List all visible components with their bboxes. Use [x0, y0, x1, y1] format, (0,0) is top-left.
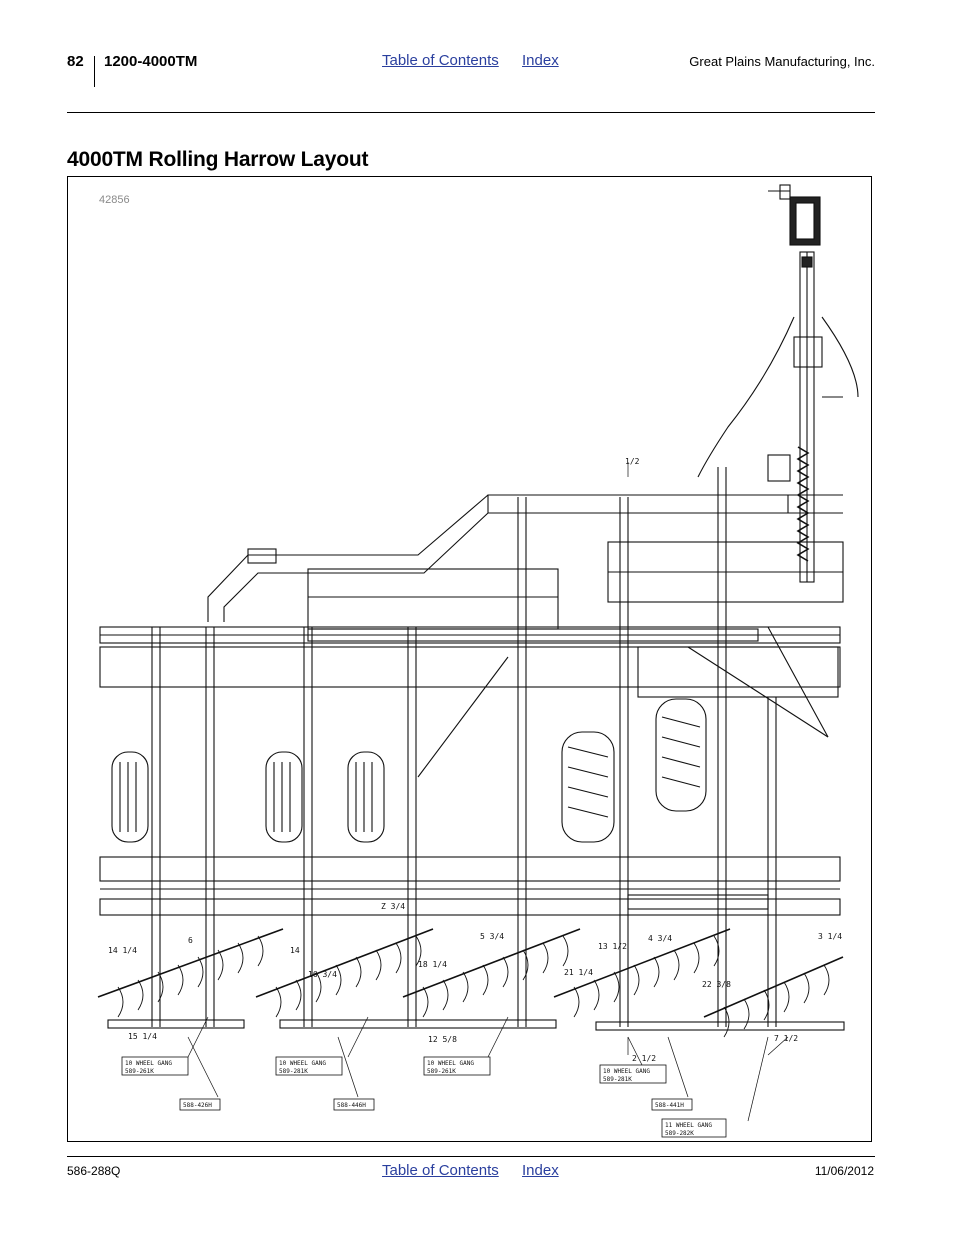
callout-part-number: 588-446H — [337, 1102, 366, 1109]
header-toc-link[interactable]: Table of Contents — [382, 52, 499, 69]
company-name: Great Plains Manufacturing, Inc. — [689, 54, 875, 69]
callout-part: 589-281K — [279, 1068, 308, 1075]
page-number: 82 — [67, 53, 84, 70]
dim-label: 5 3/4 — [480, 932, 504, 941]
harrow-gangs — [97, 928, 844, 1038]
callout-part-number: 588-441H — [655, 1102, 684, 1109]
callout-boxes — [121, 1056, 727, 1138]
dimension-labels: 1/2 Z 3/4 14 1/4 6 14 16 3/4 5 3/4 13 1/… — [108, 457, 842, 1063]
callout-part-number: 588-426H — [183, 1102, 212, 1109]
dim-label: 3 1/4 — [818, 932, 842, 941]
dim-label: 21 1/4 — [564, 968, 593, 977]
footer-toc-link[interactable]: Table of Contents — [382, 1162, 499, 1179]
dim-label: 22 3/8 — [702, 980, 731, 989]
figure-id: 42856 — [99, 194, 130, 206]
callout-gang: 10 WHEEL GANG — [427, 1060, 474, 1067]
dim-label: 18 1/4 — [418, 960, 447, 969]
callout-part: 589-282K — [665, 1130, 694, 1137]
header-divider — [94, 56, 95, 87]
dim-label: 14 — [290, 946, 300, 955]
model-name: 1200-4000TM — [104, 53, 198, 70]
tires — [111, 698, 707, 843]
leader-lines — [187, 462, 789, 1122]
callout-gang: 10 WHEEL GANG — [603, 1068, 650, 1075]
footer-rule — [67, 1156, 875, 1157]
dim-label: Z 3/4 — [381, 902, 405, 911]
callout-texts: 10 WHEEL GANG 589-261K 10 WHEEL GANG 589… — [125, 1060, 712, 1137]
frame-posts — [151, 467, 777, 1027]
dim-label: 4 3/4 — [648, 934, 672, 943]
callout-part: 589-261K — [125, 1068, 154, 1075]
header-rule — [67, 112, 875, 113]
dim-label: 1/2 — [625, 457, 640, 466]
revision-date: 11/06/2012 — [814, 1164, 874, 1178]
callout-part: 589-261K — [427, 1068, 456, 1075]
main-toolbar — [99, 626, 841, 688]
dim-label: 12 5/8 — [428, 1035, 457, 1044]
dim-label: 6 — [188, 936, 193, 945]
figure-frame — [67, 176, 872, 1142]
page-title: 4000TM Rolling Harrow Layout — [67, 148, 369, 171]
dim-label: 16 3/4 — [308, 970, 337, 979]
braces — [417, 626, 839, 778]
callout-gang: 10 WHEEL GANG — [125, 1060, 172, 1067]
callout-part: 589-281K — [603, 1076, 632, 1083]
skid-bars — [107, 1019, 845, 1031]
footer-index-link[interactable]: Index — [522, 1162, 559, 1179]
lower-frame — [99, 856, 841, 916]
upper-frame — [207, 494, 843, 622]
dim-label: 15 1/4 — [128, 1032, 157, 1041]
dim-label: 13 1/2 — [598, 942, 627, 951]
hitch-assembly — [697, 184, 859, 583]
harrow-layout-drawing: 1/2 Z 3/4 14 1/4 6 14 16 3/4 5 3/4 13 1/… — [97, 184, 859, 1138]
dim-label: 14 1/4 — [108, 946, 137, 955]
callout-gang: 10 WHEEL GANG — [279, 1060, 326, 1067]
callout-gang: 11 WHEEL GANG — [665, 1122, 712, 1129]
document-number: 586-288Q — [67, 1164, 121, 1178]
header-index-link[interactable]: Index — [522, 52, 559, 69]
dim-label: 2 1/2 — [632, 1054, 656, 1063]
dim-label: 7 1/2 — [774, 1034, 798, 1043]
